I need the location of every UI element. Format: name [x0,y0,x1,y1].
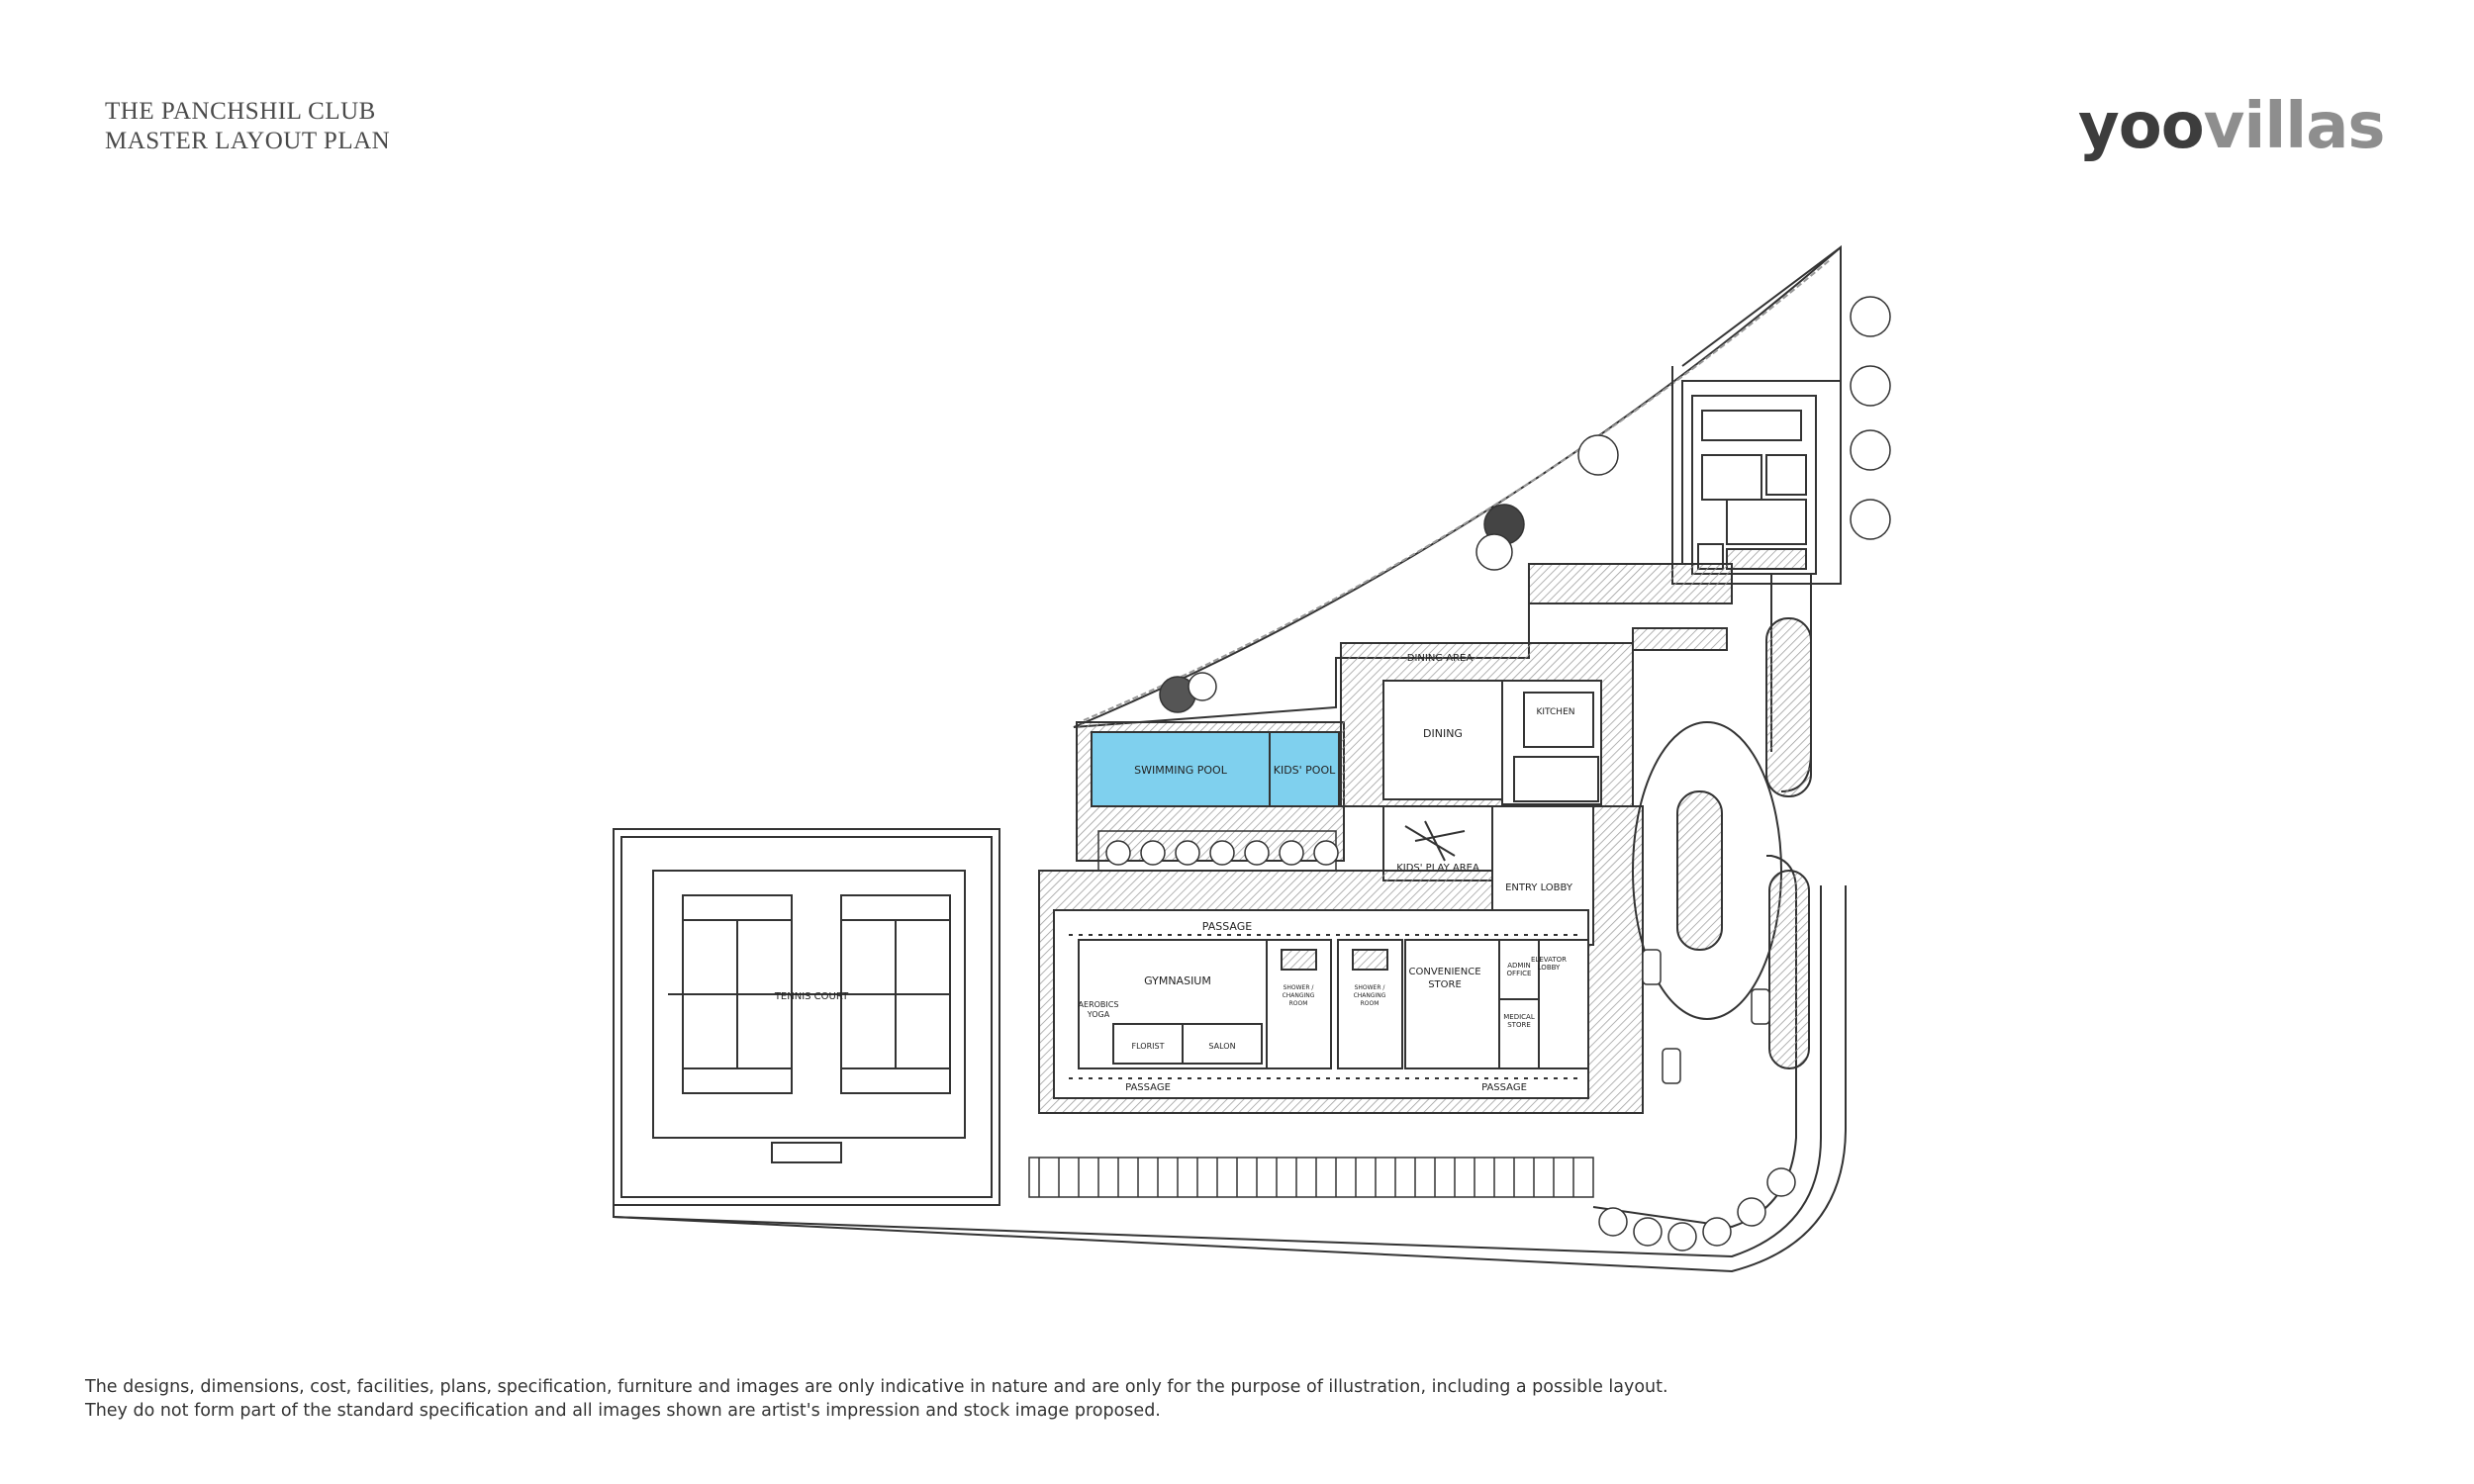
label-passage-bottom-left: PASSAGE [1125,1082,1171,1093]
trees-bottom [1598,1167,1796,1252]
label-passage-top: PASSAGE [1202,920,1252,933]
label-shower-2: SHOWER / [1355,984,1386,991]
service-plot [1671,245,1842,585]
label-office: OFFICE [1507,970,1532,977]
parking-row [1028,1157,1594,1198]
label-room-1: ROOM [1289,1000,1308,1007]
label-medical: MEDICAL [1503,1013,1535,1021]
label-gymnasium: GYMNASIUM [1144,974,1211,987]
label-changing-1: CHANGING [1283,992,1315,999]
parked-cars [1642,949,1770,1084]
label-aerobics: AEROBICS [1079,1000,1119,1009]
label-shower-1: SHOWER / [1284,984,1315,991]
label-elevator: ELEVATOR [1531,956,1567,964]
changing-rooms [1266,939,1403,1069]
label-kids-play-area: KIDS' PLAY AREA [1396,863,1479,874]
label-convenience: CONVENIENCE [1408,967,1480,977]
site-boundary [1073,244,1842,728]
label-lobby: LOBBY [1538,964,1561,972]
driveway-loop [1632,574,1812,1069]
disclaimer: The designs, dimensions, cost, facilitie… [85,1375,1668,1423]
label-florist: FLORIST [1132,1042,1165,1051]
label-changing-2: CHANGING [1354,992,1386,999]
label-room-2: ROOM [1361,1000,1380,1007]
page-subtitle: MASTER LAYOUT PLAN [105,128,391,154]
label-kids-pool: KIDS' POOL [1274,764,1336,777]
kids-pool [1269,731,1340,807]
brand-logo: yoovillas [2078,95,2385,158]
label-swimming-pool: SWIMMING POOL [1134,764,1228,777]
trees-landscape [1159,434,1619,713]
logo-text-yoo: yoo [2078,90,2205,163]
label-salon: SALON [1208,1042,1235,1051]
label-admin: ADMIN [1507,962,1531,970]
disclaimer-line-2: They do not form part of the standard sp… [85,1401,1161,1421]
dining-block [1340,642,1634,807]
play-equipment [1404,820,1466,862]
service-block [1691,395,1817,575]
store-block [1404,939,1589,1069]
label-tennis-court: TENNIS COURT [774,991,849,1002]
trees-right [1850,296,1891,540]
label-passage-bottom-right: PASSAGE [1481,1082,1527,1093]
label-dining-area: DINING AREA [1407,653,1474,664]
upper-walkway [1528,563,1733,651]
cabana-row [1097,830,1339,872]
label-kitchen: KITCHEN [1537,707,1575,717]
label-medical-store: STORE [1507,1021,1531,1029]
label-yoga: YOGA [1087,1010,1110,1019]
title-block: THE PANCHSHIL CLUB MASTER LAYOUT PLAN [105,97,390,156]
logo-text-villas: villas [2203,90,2386,163]
label-dining: DINING [1423,727,1463,740]
label-store: STORE [1428,979,1462,990]
disclaimer-line-1: The designs, dimensions, cost, facilitie… [85,1377,1668,1397]
page-title: THE PANCHSHIL CLUB [105,98,376,125]
tennis-court-area [613,828,1000,1206]
label-entry-lobby: ENTRY LOBBY [1505,882,1573,893]
